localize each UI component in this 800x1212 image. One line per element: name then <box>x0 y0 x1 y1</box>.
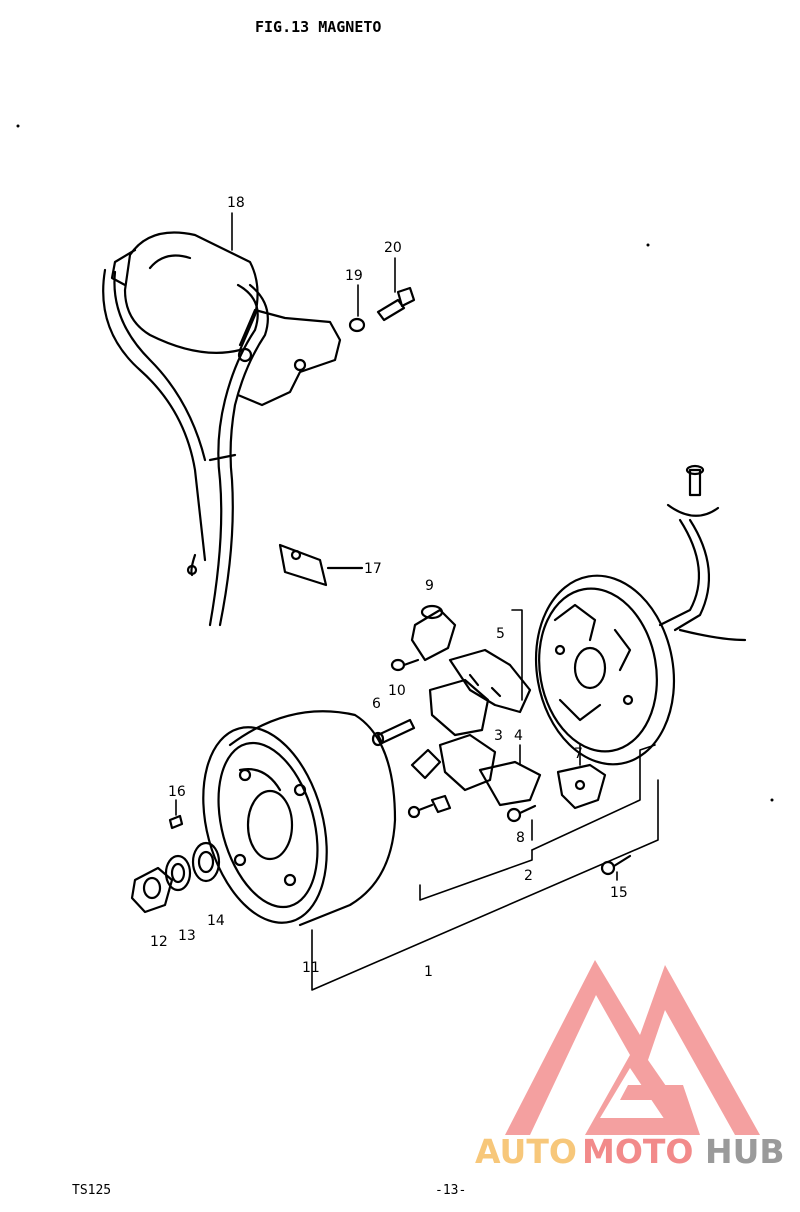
clip-17 <box>278 543 364 587</box>
screw-6 <box>371 718 416 747</box>
callout-13: 13 <box>178 928 196 944</box>
washer-19 <box>348 317 366 333</box>
callout-6: 6 <box>372 696 381 712</box>
key-16 <box>168 814 184 830</box>
automotohub-watermark: AUTO MOTO HUB <box>475 960 785 1171</box>
callout-11: 11 <box>302 960 320 976</box>
callout-18: 18 <box>227 195 245 211</box>
watermark-hub: HUB <box>705 1132 785 1171</box>
nut-12 <box>130 866 174 914</box>
screw-10 <box>390 658 420 672</box>
callout-10: 10 <box>388 683 406 699</box>
watermark-auto: AUTO <box>475 1132 577 1171</box>
callout-15: 15 <box>610 885 628 901</box>
flywheel-rotor <box>202 710 397 927</box>
lubrication-felt <box>410 748 442 780</box>
model-label: TS125 <box>72 1183 112 1198</box>
ignition-coil <box>102 231 342 627</box>
lock-washer-13 <box>164 854 192 892</box>
figure-title: FIG.13 MAGNETO <box>255 18 382 36</box>
stator-base-plate <box>534 464 747 766</box>
watermark-moto: MOTO <box>582 1132 693 1171</box>
callout-20: 20 <box>384 240 402 256</box>
callout-1: 1 <box>424 964 433 980</box>
callout-17: 17 <box>364 561 382 577</box>
callout-7: 7 <box>574 746 583 762</box>
condenser-9 <box>410 604 457 662</box>
callout-19: 19 <box>345 268 363 284</box>
callout-4: 4 <box>514 728 523 744</box>
stator-coils <box>428 648 542 807</box>
screw-8 <box>506 804 537 823</box>
callout-12: 12 <box>150 934 168 950</box>
contact-breaker-7 <box>556 763 607 810</box>
callout-8: 8 <box>516 830 525 846</box>
callout-3: 3 <box>494 728 503 744</box>
small-screw <box>407 794 452 819</box>
leader-lines <box>175 212 659 991</box>
callout-9: 9 <box>425 578 434 594</box>
page-number: -13- <box>435 1183 467 1198</box>
washer-14 <box>191 841 221 883</box>
bolt-20 <box>376 286 416 322</box>
callout-14: 14 <box>207 913 225 929</box>
callout-2: 2 <box>524 868 533 884</box>
watermark-logo-mark <box>505 960 760 1135</box>
callout-16: 16 <box>168 784 186 800</box>
callout-5: 5 <box>496 626 505 642</box>
